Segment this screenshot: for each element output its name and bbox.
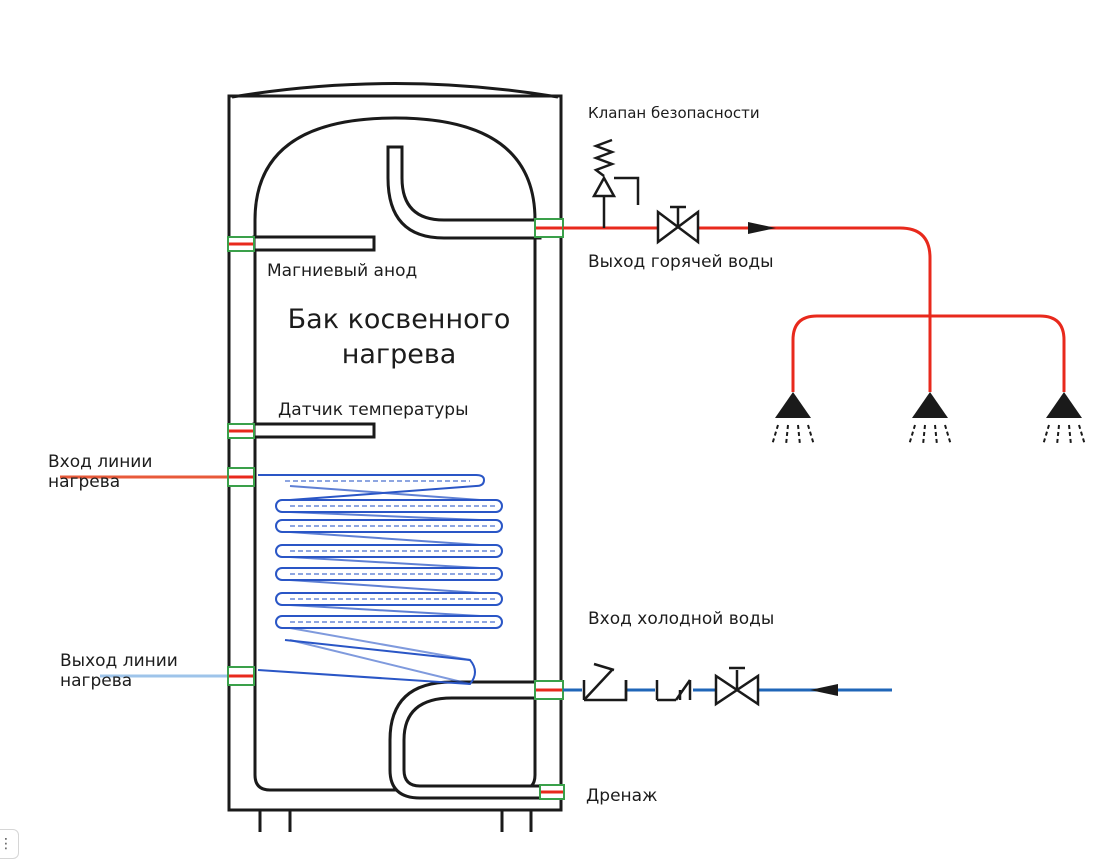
heating-out-label-line-1: Выход линии: [60, 651, 178, 671]
heating-out-label: Выход линии нагрева: [60, 651, 178, 692]
fitting-hot-out: [534, 218, 564, 238]
fitting-sensor: [227, 423, 255, 439]
tank-title: Бак косвенного нагрева: [268, 302, 530, 372]
hot-water-out-label: Выход горячей воды: [588, 252, 774, 272]
tank-body: [227, 82, 563, 812]
cold-flow-arrow: [810, 684, 838, 696]
fitting-anode: [227, 236, 255, 252]
magnesium-anode-label: Магниевый анод: [267, 261, 418, 281]
tank-title-line-2: нагрева: [341, 339, 457, 371]
heating-in-label-line-2: нагрева: [48, 472, 121, 493]
fitting-heating-out: [227, 666, 255, 686]
magnesium-anode-rod: [252, 235, 376, 252]
heating-out-label-line-2: нагрева: [60, 671, 133, 692]
cold-gate-valve-icon: [714, 666, 760, 707]
cold-water-in-label: Вход холодной воды: [588, 609, 775, 629]
heating-in-label-line-1: Вход линии: [48, 452, 153, 472]
pressure-reducer-icon: [655, 679, 692, 702]
safety-valve-icon: [591, 138, 640, 228]
hot-water-line: [563, 226, 1066, 392]
more-options-icon[interactable]: ⋮: [0, 829, 19, 859]
cold-inlet-pipe: [388, 680, 547, 800]
shower-head-icon-2: [908, 392, 952, 446]
temp-sensor-label: Датчик температуры: [278, 400, 469, 420]
hot-gate-valve-icon: [656, 205, 700, 245]
heating-in-label: Вход линии нагрева: [48, 452, 152, 493]
check-valve-icon: [582, 662, 628, 702]
inner-vessel: [253, 116, 537, 792]
shower-head-icon-1: [771, 392, 815, 446]
temp-sensor-rod: [252, 422, 376, 439]
tank-title-line-1: Бак косвенного: [287, 304, 511, 335]
fitting-heating-in: [227, 467, 255, 487]
fitting-drain: [539, 784, 565, 800]
safety-valve-label: Клапан безопасности: [588, 104, 760, 122]
hot-flow-arrow: [748, 222, 776, 234]
shower-head-icon-3: [1042, 392, 1086, 446]
heating-coil: [257, 474, 503, 686]
drain-label: Дренаж: [586, 786, 658, 806]
tank-feet: [258, 810, 533, 832]
fitting-cold-in: [534, 680, 564, 700]
